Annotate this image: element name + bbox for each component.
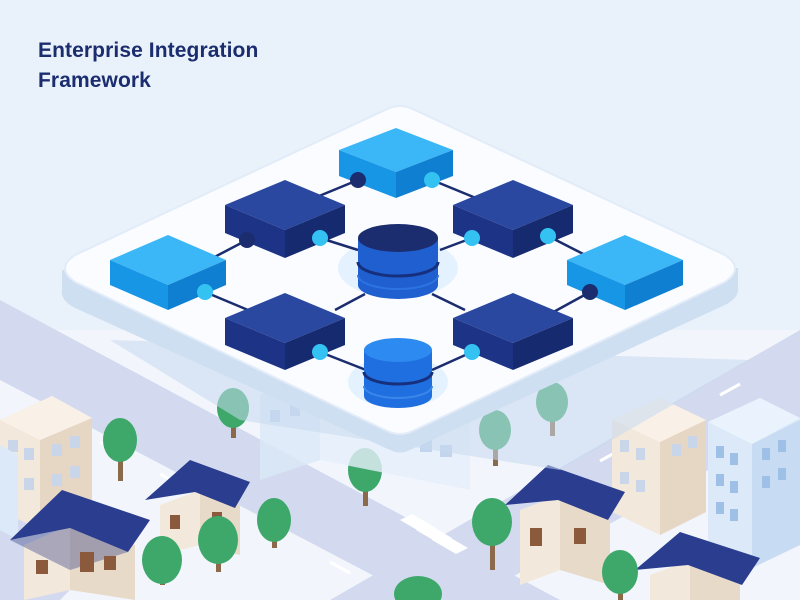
server-block-icon xyxy=(339,128,453,198)
connectors xyxy=(197,172,598,360)
tree-icon xyxy=(394,576,442,600)
database-icon xyxy=(356,224,440,299)
server-block-icon xyxy=(225,180,345,258)
server-block-icon xyxy=(225,293,345,370)
house-icon xyxy=(505,465,625,585)
server-block-icon xyxy=(453,180,573,258)
server-block-icon xyxy=(453,293,573,370)
tree-icon xyxy=(103,418,137,481)
page-title: Enterprise Integration Framework xyxy=(38,36,258,96)
tree-icon xyxy=(472,498,512,570)
server-block-icon xyxy=(110,235,226,310)
office-building-icon xyxy=(0,445,18,540)
tree-icon xyxy=(142,536,182,585)
house-icon xyxy=(635,532,760,600)
office-building-icon xyxy=(612,398,706,535)
database-icon xyxy=(362,338,434,408)
crosswalk xyxy=(400,514,468,554)
house-icon xyxy=(10,490,150,600)
tree-icon xyxy=(198,516,238,572)
server-block-icon xyxy=(567,235,683,310)
tree-icon xyxy=(257,498,291,548)
tree-icon xyxy=(602,550,638,600)
office-building-icon xyxy=(708,398,800,568)
title-line-2: Framework xyxy=(38,69,151,92)
title-line-1: Enterprise Integration xyxy=(38,39,259,62)
trees xyxy=(103,382,638,600)
